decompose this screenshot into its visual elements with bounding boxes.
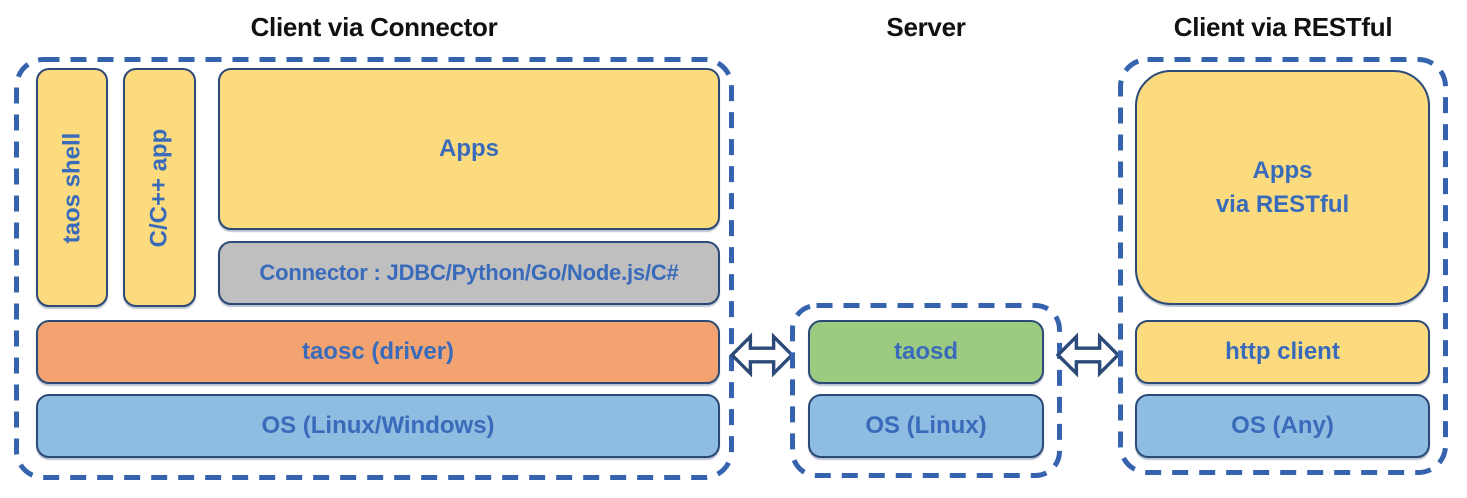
group-server: taosd OS (Linux) [790, 303, 1062, 478]
group-client-via-restful: Apps via RESTful http client OS (Any) [1118, 57, 1448, 475]
taosc-driver-label: taosc (driver) [301, 338, 455, 365]
os-any-label: OS (Any) [1231, 412, 1334, 439]
dashed-border [790, 303, 1062, 478]
box-os-any: OS (Any) [1135, 394, 1430, 458]
box-taosc-driver: taosc (driver) [36, 320, 720, 384]
apps-label: Apps [439, 135, 499, 162]
box-apps-via-restful: Apps via RESTful [1135, 70, 1430, 305]
connector-label: Connector : JDBC/Python/Go/Node.js/C# [259, 260, 679, 285]
box-connector: Connector : JDBC/Python/Go/Node.js/C# [218, 241, 720, 305]
os-linux-label: OS (Linux) [865, 412, 987, 439]
box-os-linux-windows: OS (Linux/Windows) [36, 394, 720, 458]
box-taos-shell: taos shell [36, 68, 108, 307]
os-linux-windows-label: OS (Linux/Windows) [261, 412, 495, 439]
bidirectional-arrow-icon [729, 332, 795, 378]
box-http-client: http client [1135, 320, 1430, 384]
http-client-label: http client [1225, 338, 1340, 365]
bidirectional-arrow-icon [1055, 332, 1121, 378]
box-taosd: taosd [808, 320, 1044, 384]
cpp-app-label: C/C++ app [145, 128, 173, 247]
taosd-label: taosd [893, 338, 958, 365]
taos-shell-label: taos shell [58, 132, 85, 243]
group-client-via-connector: taos shell C/C++ app Apps Connector : JD… [14, 57, 734, 480]
box-cpp-app: C/C++ app [123, 68, 196, 307]
group-title-client-via-restful: Client via RESTful [1173, 12, 1393, 42]
box-apps: Apps [218, 68, 720, 230]
box-os-linux: OS (Linux) [808, 394, 1044, 458]
group-title-server: Server [886, 12, 966, 42]
group-title-client-via-connector: Client via Connector [250, 12, 498, 42]
dashed-border [1118, 57, 1448, 475]
apps-via-restful-label: Apps via RESTful [1215, 156, 1350, 218]
dashed-border [14, 57, 734, 480]
